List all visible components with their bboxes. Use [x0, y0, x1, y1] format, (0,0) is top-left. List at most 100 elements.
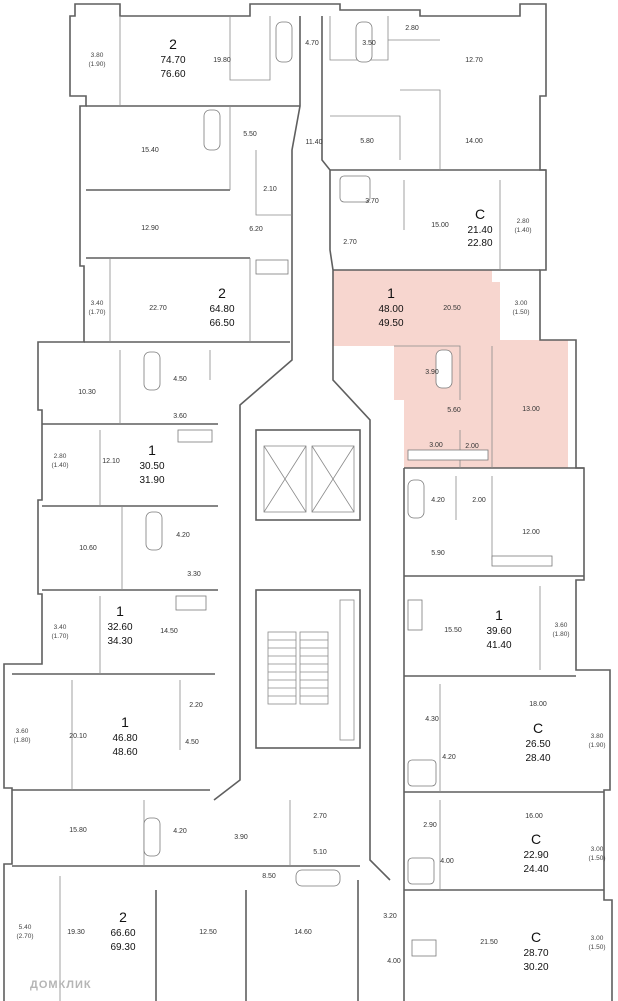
svg-text:С: С	[531, 929, 541, 945]
balcony-reduced-area: (2.70)	[17, 933, 34, 940]
balcony-reduced-area: (1.70)	[52, 633, 69, 640]
svg-text:69.30: 69.30	[110, 942, 135, 953]
apartment-label-highlighted[interactable]: 1 48.00 49.50	[378, 285, 403, 329]
room-area: 16.00	[525, 813, 543, 820]
svg-text:31.90: 31.90	[139, 475, 164, 486]
room-area: 22.70	[149, 305, 167, 312]
room-area: 15.40	[141, 147, 159, 154]
balcony-reduced-area: (1.50)	[513, 309, 530, 316]
apartment-label[interactable]: 1 46.80 48.60	[112, 714, 137, 758]
balcony-labels: 3.80 (1.90) 2.80 (1.40) 3.40 (1.70) 3.00…	[14, 52, 606, 951]
room-area: 2.10	[263, 186, 277, 193]
room-area: 5.50	[243, 131, 257, 138]
svg-text:С: С	[533, 720, 543, 736]
svg-text:1: 1	[148, 442, 156, 458]
staircase	[255, 589, 361, 749]
room-area: 12.70	[465, 57, 483, 64]
room-area: 13.00	[522, 406, 540, 413]
apartment-label[interactable]: 1 30.50 31.90	[139, 442, 164, 486]
apartment-labels[interactable]: 2 74.70 76.60 2 64.80 66.50 1 30.50 31.9…	[107, 36, 550, 973]
svg-text:С: С	[475, 206, 485, 222]
room-area: 3.30	[187, 571, 201, 578]
room-area: 2.90	[423, 822, 437, 829]
svg-text:26.50: 26.50	[525, 739, 550, 750]
balcony-area: 3.00	[515, 300, 528, 307]
balcony-area: 5.40	[19, 924, 32, 931]
balcony-reduced-area: (1.50)	[589, 944, 606, 951]
svg-text:48.00: 48.00	[378, 304, 403, 315]
room-area: 3.60	[173, 413, 187, 420]
svg-text:1: 1	[495, 607, 503, 623]
svg-text:74.70: 74.70	[160, 55, 185, 66]
svg-text:28.70: 28.70	[523, 948, 548, 959]
balcony-reduced-area: (1.70)	[89, 309, 106, 316]
room-area: 5.60	[447, 407, 461, 414]
room-area: 4.20	[431, 497, 445, 504]
room-area: 4.00	[440, 858, 454, 865]
room-area: 2.00	[465, 443, 479, 450]
room-area: 12.50	[199, 929, 217, 936]
apartment-label[interactable]: 1 32.60 34.30	[107, 603, 132, 647]
room-area: 14.50	[160, 628, 178, 635]
svg-text:1: 1	[116, 603, 124, 619]
room-area: 4.50	[185, 739, 199, 746]
balcony-area: 3.60	[555, 622, 568, 629]
bathroom-fixtures	[143, 21, 553, 957]
apartment-label[interactable]: 2 66.60 69.30	[110, 909, 135, 953]
room-area: 4.50	[173, 376, 187, 383]
room-area: 4.20	[173, 828, 187, 835]
room-area: 19.80	[213, 57, 231, 64]
apartment-label[interactable]: С 26.50 28.40	[525, 720, 550, 764]
room-area: 5.10	[313, 849, 327, 856]
room-area: 14.00	[465, 138, 483, 145]
balcony-reduced-area: (1.90)	[89, 61, 106, 68]
room-area: 18.00	[529, 701, 547, 708]
room-area: 4.30	[425, 716, 439, 723]
room-area: 3.90	[425, 369, 439, 376]
room-area: 20.50	[443, 305, 461, 312]
svg-text:64.80: 64.80	[209, 304, 234, 315]
svg-text:49.50: 49.50	[378, 318, 403, 329]
balcony-reduced-area: (1.80)	[14, 737, 31, 744]
balcony-area: 3.80	[91, 52, 104, 59]
room-area: 21.50	[480, 939, 498, 946]
svg-text:30.50: 30.50	[139, 461, 164, 472]
room-area: 8.50	[262, 873, 276, 880]
svg-text:39.60: 39.60	[486, 626, 511, 637]
apartment-label[interactable]: 2 74.70 76.60	[160, 36, 185, 80]
room-area: 14.60	[294, 929, 312, 936]
svg-text:41.40: 41.40	[486, 640, 511, 651]
balcony-area: 3.00	[591, 935, 604, 942]
room-area: 12.00	[522, 529, 540, 536]
balcony-area: 3.80	[591, 733, 604, 740]
apartment-label[interactable]: С 21.40 22.80	[467, 206, 492, 249]
balcony-reduced-area: (1.80)	[553, 631, 570, 638]
building-walls	[3, 3, 613, 1001]
room-area: 4.70	[305, 40, 319, 47]
elevator-shafts	[255, 429, 361, 521]
room-area: 6.20	[249, 226, 263, 233]
apartment-label[interactable]: С 28.70 30.20	[523, 929, 548, 973]
room-area: 15.50	[444, 627, 462, 634]
svg-text:2: 2	[169, 36, 177, 52]
room-area: 3.50	[362, 40, 376, 47]
svg-text:2: 2	[119, 909, 127, 925]
svg-text:2: 2	[218, 285, 226, 301]
watermark: ДОМКЛИК	[30, 979, 92, 991]
apartment-label[interactable]: С 22.90 24.40	[523, 831, 548, 875]
room-area: 10.30	[78, 389, 96, 396]
room-area: 10.60	[79, 545, 97, 552]
room-area: 2.80	[405, 25, 419, 32]
svg-text:48.60: 48.60	[112, 747, 137, 758]
svg-text:24.40: 24.40	[523, 864, 548, 875]
balcony-reduced-area: (1.40)	[52, 462, 69, 469]
apartment-label[interactable]: 1 39.60 41.40	[486, 607, 511, 651]
svg-text:30.20: 30.20	[523, 962, 548, 973]
balcony-area: 2.80	[517, 218, 530, 225]
apartment-label[interactable]: 2 64.80 66.50	[209, 285, 234, 329]
svg-text:1: 1	[387, 285, 395, 301]
room-area: 11.40	[306, 139, 323, 146]
balcony-area: 3.60	[16, 728, 29, 735]
room-area: 3.90	[234, 834, 248, 841]
room-area-labels: 19.80 4.70 3.50 2.80 12.70 15.40 5.50 11…	[67, 25, 547, 965]
